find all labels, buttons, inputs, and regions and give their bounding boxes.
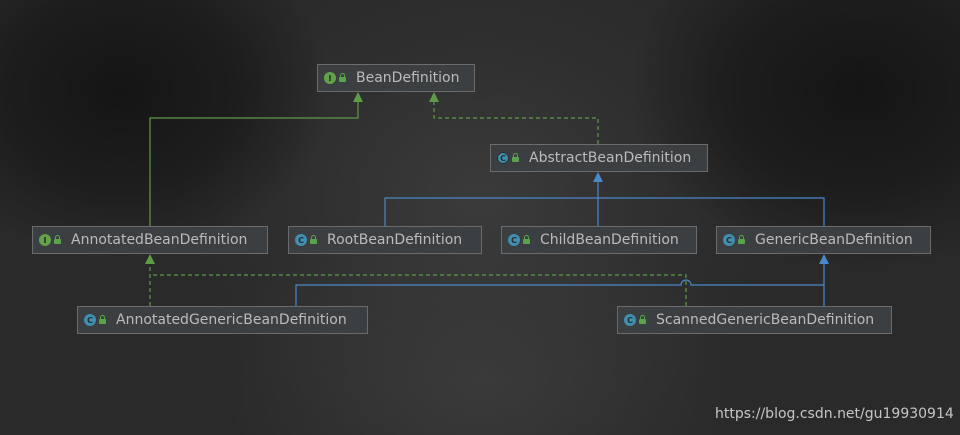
class-icon: C (624, 314, 636, 326)
abstract-class-icon: C (497, 152, 509, 164)
edge-abstract-implements-beandefinition (433, 101, 599, 144)
node-abstract-bean-definition[interactable]: C AbstractBeanDefinition (490, 144, 708, 172)
class-icon: C (723, 234, 735, 246)
node-scanned-generic-bean-definition[interactable]: C ScannedGenericBeanDefinition (617, 306, 892, 334)
node-generic-bean-definition[interactable]: C GenericBeanDefinition (716, 226, 931, 254)
node-label: ChildBeanDefinition (540, 232, 679, 248)
node-label: AnnotatedBeanDefinition (71, 232, 248, 248)
edge-scanned-implements-annotated (150, 274, 687, 306)
node-label: ScannedGenericBeanDefinition (656, 312, 875, 328)
watermark-url: https://blog.csdn.net/gu19930914 (715, 406, 954, 422)
class-icon: C (508, 234, 520, 246)
node-label: AnnotatedGenericBeanDefinition (116, 312, 347, 328)
class-icon: C (84, 314, 96, 326)
lock-icon (512, 153, 519, 162)
node-root-bean-definition[interactable]: C RootBeanDefinition (288, 226, 482, 254)
node-bean-definition[interactable]: I BeanDefinition (317, 64, 475, 92)
edge-root-extends-abstract (384, 197, 825, 226)
lock-icon (523, 235, 530, 244)
arrow-head (819, 254, 829, 264)
lock-icon (310, 235, 317, 244)
node-annotated-bean-definition[interactable]: I AnnotatedBeanDefinition (32, 226, 268, 254)
lock-icon (639, 315, 646, 324)
node-child-bean-definition[interactable]: C ChildBeanDefinition (501, 226, 697, 254)
arrow-head (145, 254, 155, 264)
lock-icon (99, 315, 106, 324)
lock-icon (54, 235, 61, 244)
interface-icon: I (39, 234, 51, 246)
lock-icon (339, 73, 346, 82)
interface-icon: I (324, 72, 336, 84)
class-icon: C (295, 234, 307, 246)
lock-icon (738, 235, 745, 244)
arrow-head (593, 172, 603, 182)
node-label: AbstractBeanDefinition (529, 150, 692, 166)
edge-annotated-extends-beandefinition (149, 101, 359, 226)
node-label: RootBeanDefinition (327, 232, 463, 248)
node-annotated-generic-bean-definition[interactable]: C AnnotatedGenericBeanDefinition (77, 306, 368, 334)
arrow-head (353, 92, 363, 102)
node-label: BeanDefinition (356, 70, 460, 86)
node-label: GenericBeanDefinition (755, 232, 913, 248)
arrow-head (429, 92, 439, 102)
edge-annotatedgeneric-extends-generic (295, 279, 824, 306)
